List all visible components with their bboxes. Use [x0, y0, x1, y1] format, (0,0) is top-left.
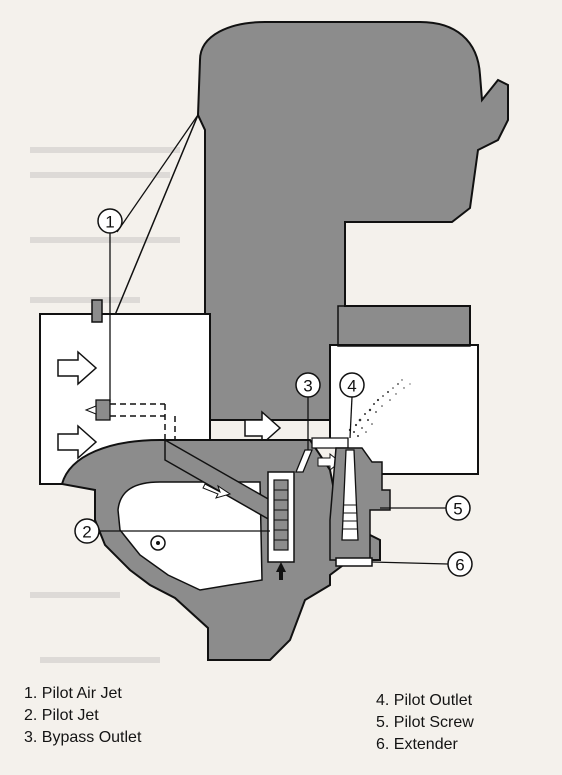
airflow-arrow-upper [57, 350, 98, 386]
pilot-jet [267, 471, 295, 580]
svg-text:4: 4 [347, 377, 356, 396]
svg-text:1: 1 [105, 213, 114, 232]
callout-4: 4 [339, 372, 365, 439]
bypass-passage [295, 449, 313, 473]
pilot-air-jet [84, 399, 176, 440]
fuel-flow-arrow [202, 483, 232, 499]
callout-5: 5 [380, 495, 471, 521]
callout-1: 1 [97, 208, 123, 402]
pilot-outlet-passage [311, 437, 349, 449]
legend-item-pilot-air-jet: 1. Pilot Air Jet [24, 685, 122, 702]
airflow-arrow-bypass [244, 410, 282, 446]
float-chamber [117, 481, 263, 591]
svg-text:3: 3 [303, 377, 312, 396]
outlet-lip [337, 305, 471, 347]
extender [335, 557, 373, 567]
legend-item-pilot-jet: 2. Pilot Jet [24, 707, 99, 724]
legend-item-pilot-outlet: 4. Pilot Outlet [376, 692, 473, 709]
legend-left: 1. Pilot Air Jet 2. Pilot Jet 3. Bypass … [24, 683, 141, 749]
legend-item-bypass-outlet: 3. Bypass Outlet [24, 729, 142, 746]
svg-text:6: 6 [455, 556, 464, 575]
legend-right: 4. Pilot Outlet 5. Pilot Screw 6. Extend… [376, 690, 474, 756]
background-page-texture [30, 147, 180, 663]
airflow-arrow-lower [57, 424, 98, 460]
pilot-screw [329, 447, 391, 561]
intake-flange [91, 299, 103, 323]
airflow-arrows [57, 350, 282, 460]
dome-rim [114, 113, 206, 316]
callout-2: 2 [74, 518, 270, 544]
outlet-tube [329, 344, 479, 475]
legend-item-pilot-screw: 5. Pilot Screw [376, 714, 474, 731]
legend-item-extender: 6. Extender [376, 736, 458, 753]
callout-1-upper-leader [116, 111, 201, 233]
callout-3: 3 [295, 372, 321, 450]
svg-text:2: 2 [82, 523, 91, 542]
callout-6: 6 [371, 551, 473, 577]
svg-text:5: 5 [453, 500, 462, 519]
fuel-spray [348, 379, 411, 437]
